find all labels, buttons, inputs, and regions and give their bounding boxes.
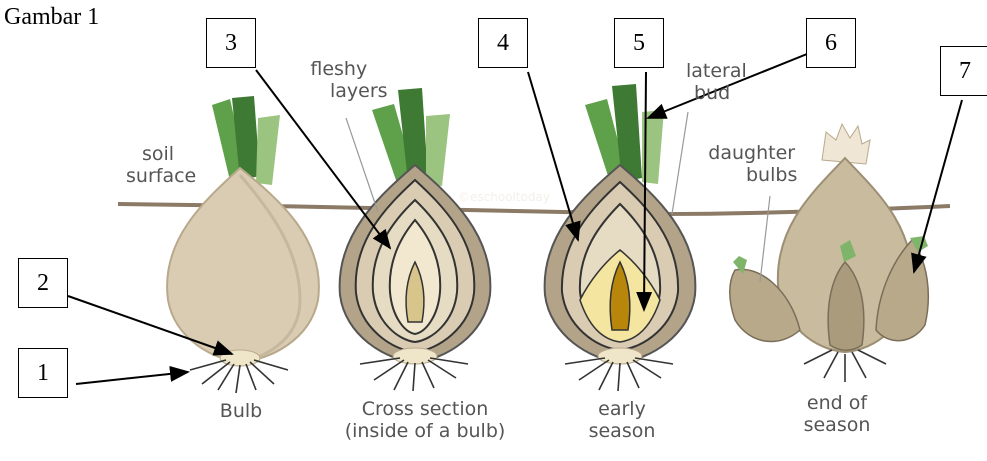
callout-box-3: 3 (206, 18, 256, 68)
caption-early-season: early season (582, 398, 662, 442)
label-fleshy-layers: fleshy layers (290, 58, 388, 102)
callout-box-5: 5 (614, 18, 664, 68)
label-line: soil (126, 143, 196, 165)
label-line: surface (126, 165, 196, 187)
callout-box-1: 1 (18, 348, 68, 398)
label-line: daughter (706, 142, 797, 164)
caption-line: Bulb (210, 400, 272, 422)
watermark: ©eschooltoday (458, 190, 550, 204)
callout-number: 4 (497, 30, 509, 57)
label-line: layers (290, 80, 388, 102)
label-line: bud (686, 82, 747, 104)
callout-box-2: 2 (18, 258, 68, 308)
callout-number: 7 (959, 58, 971, 85)
callout-number: 1 (37, 360, 49, 387)
caption-bulb: Bulb (210, 400, 272, 422)
label-line: lateral (686, 60, 747, 82)
leaf (256, 115, 280, 185)
caption-line: season (582, 420, 662, 442)
callout-number: 2 (37, 270, 49, 297)
bulb-early-season (545, 84, 696, 391)
arrow-4 (528, 72, 578, 240)
caption-line: (inside of a bulb) (344, 420, 506, 442)
caption-line: end of (792, 392, 882, 414)
label-line: bulbs (706, 164, 797, 186)
callout-box-7: 7 (940, 46, 987, 96)
callout-number: 6 (825, 30, 837, 57)
label-daughter-bulbs: daughter bulbs (706, 142, 797, 186)
roots (804, 350, 886, 382)
callout-box-4: 4 (478, 18, 528, 68)
caption-line: Cross section (344, 398, 506, 420)
label-line: fleshy (290, 58, 388, 80)
callout-number: 3 (225, 30, 237, 57)
caption-line: season (792, 414, 882, 436)
label-lateral-bud: lateral bud (686, 60, 747, 104)
leaf (426, 114, 450, 186)
arrow-1 (76, 372, 188, 384)
caption-cross-section: Cross section (inside of a bulb) (344, 398, 506, 442)
bulb-cross-section (340, 88, 491, 391)
callout-number: 5 (633, 30, 645, 57)
caption-line: early (582, 398, 662, 420)
bulb-whole (167, 96, 319, 393)
arrow-7 (914, 100, 962, 272)
caption-end-of-season: end of season (792, 392, 882, 436)
figure-title: Gambar 1 (4, 4, 99, 31)
label-soil-surface: soil surface (126, 143, 196, 187)
callout-box-6: 6 (806, 18, 856, 68)
